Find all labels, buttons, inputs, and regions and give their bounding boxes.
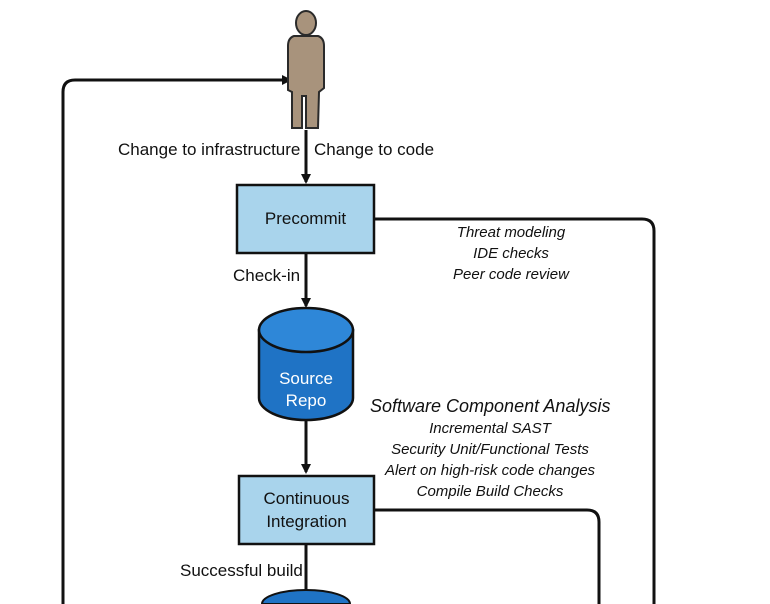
- precommit-label: Precommit: [264, 209, 347, 228]
- source-repo-label-line1: Source: [279, 369, 333, 388]
- precommit-check-item: IDE checks: [473, 245, 549, 262]
- ci-checks-heading: Software Component Analysis: [370, 396, 611, 416]
- ci-feedback-line: [374, 508, 601, 604]
- ci-check-item: Alert on high-risk code changes: [384, 462, 596, 479]
- precommit-check-item: Peer code review: [453, 266, 569, 283]
- next-stage-cylinder-top: [260, 589, 352, 604]
- ci-check-item: Security Unit/Functional Tests: [391, 441, 589, 458]
- source-repo-label: Source Repo: [259, 368, 353, 412]
- precommit-feedback-line: [374, 217, 656, 604]
- ci-check-item: Compile Build Checks: [416, 483, 564, 500]
- ci-label-line2: Integration: [266, 512, 347, 531]
- label-successful-build: Successful build: [180, 561, 303, 580]
- feedback-loop-line: [61, 75, 292, 604]
- label-change-to-infrastructure: Change to infrastructure: [118, 140, 301, 159]
- label-check-in: Check-in: [233, 266, 301, 285]
- person-icon: [287, 10, 325, 129]
- precommit-checks: Threat modeling IDE checks Peer code rev…: [436, 222, 586, 285]
- precommit-check-item: Threat modeling: [456, 224, 566, 241]
- ci-label-line1: Continuous: [263, 489, 350, 508]
- ci-check-item: Incremental SAST: [429, 420, 551, 437]
- ci-checks: Software Component Analysis Incremental …: [370, 394, 610, 502]
- source-repo-label-line2: Repo: [285, 391, 327, 410]
- source-repo-cylinder: [257, 306, 355, 422]
- ci-box: [237, 474, 376, 546]
- ci-label: Continuous Integration: [239, 487, 374, 533]
- label-change-to-code: Change to code: [314, 140, 435, 159]
